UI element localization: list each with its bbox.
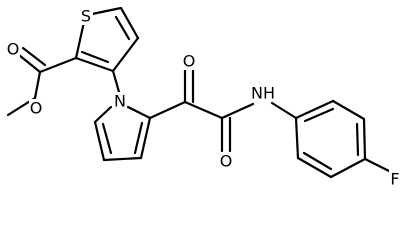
bond-n-c2p (126, 105, 152, 120)
pyrrole-nitrogen-label: N (113, 92, 127, 111)
ester-carbonyl-oxygen-label: O (6, 40, 20, 59)
bond-c3-c2-inner (80, 50, 110, 64)
amide-nitrogen-atom: NH (251, 84, 275, 103)
bond-c2-carboxyl (38, 56, 78, 74)
ketone-oxygen-label: O (182, 52, 196, 71)
bond-c2p-c3p-inner (133, 121, 144, 155)
bond-carboxyl-o-single (33, 70, 42, 100)
bond-nh-aryl (270, 101, 298, 120)
bond-carboxyl-o-double-b (21, 46, 47, 67)
bond-ar4-ar5 (329, 157, 367, 179)
bond-carboxyl-o-double-a (17, 53, 42, 74)
bond-c2p-keto (148, 100, 187, 120)
amide-oxygen-label: O (219, 152, 233, 171)
bond-s-c5 (90, 6, 123, 16)
bond-c2-s (74, 20, 86, 60)
fluorine-atom: F (390, 170, 399, 189)
ketone-oxygen-atom: O (183, 52, 196, 71)
bond-ar1-ar2 (294, 99, 335, 120)
bond-layer (6, 6, 391, 179)
amide-oxygen-atom: O (220, 152, 233, 171)
bond-c4p-c5p-inner (101, 122, 113, 155)
bond-c3-c2 (74, 56, 115, 73)
bond-c3p-c4p (102, 156, 143, 162)
ester-ether-oxygen-atom: O (30, 99, 43, 118)
bond-c5-c4 (119, 6, 140, 40)
bond-c5p-n (93, 105, 113, 124)
atom-label-layer: S O O N O NH O F (6, 7, 402, 189)
bond-c4-c3 (111, 36, 140, 73)
bond-ar6-ar1 (294, 116, 300, 160)
bond-amide-nh (220, 102, 255, 120)
fluorine-label: F (389, 170, 402, 189)
bond-c4p-c5p (93, 120, 106, 162)
bond-ar4-f (363, 157, 391, 173)
thiophene-sulfur-label: S (79, 7, 93, 26)
bond-ar2-ar3 (331, 99, 366, 121)
bond-c2p-c3p (139, 116, 152, 160)
ester-ether-oxygen-label: O (29, 99, 43, 118)
bond-ar3-ar4-inner (355, 122, 360, 157)
amide-nitrogen-label: NH (251, 84, 275, 103)
bond-thiophene-pyrrole (111, 69, 121, 94)
chemical-structure-diagram: S O O N O NH O F (6, 6, 402, 189)
bond-ar3-ar4 (362, 117, 367, 161)
bond-ar1-ar2-inner (303, 107, 335, 123)
bond-c5-c4-inner (114, 15, 131, 41)
pyrrole-nitrogen-atom: N (114, 92, 126, 111)
bond-ar5-ar6 (296, 156, 333, 179)
bond-keto-amide (183, 100, 224, 120)
sulfur-atom: S (81, 7, 91, 26)
bond-ar5-ar6-inner (302, 151, 333, 171)
ester-carbonyl-oxygen-atom: O (7, 40, 20, 59)
